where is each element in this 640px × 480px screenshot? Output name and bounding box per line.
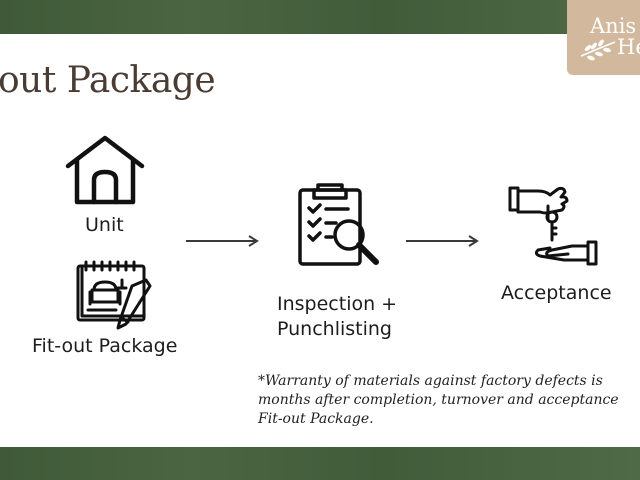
step-label-unit: Unit xyxy=(85,214,124,236)
warranty-note-line: months after completion, turnover and ac… xyxy=(258,392,619,408)
leaf-icon xyxy=(580,39,616,61)
step-label-fitout: Fit-out Package xyxy=(32,335,178,357)
brand-logo: Anis He xyxy=(567,0,640,75)
key-handover-icon xyxy=(508,186,598,266)
step-label-acceptance: Acceptance xyxy=(501,282,612,304)
warranty-note-line: Fit-out Package. xyxy=(258,411,374,427)
arrow-right-icon xyxy=(186,235,259,247)
house-icon xyxy=(65,135,145,205)
warranty-note: *Warranty of materials against factory d… xyxy=(258,372,640,429)
logo-text-line2: He xyxy=(617,35,640,59)
bottom-band xyxy=(0,447,640,480)
arrow-right-icon xyxy=(406,235,479,247)
sketchbook-icon xyxy=(76,260,152,330)
slide-title: out Package xyxy=(0,60,216,101)
warranty-note-line: *Warranty of materials against factory d… xyxy=(258,373,603,389)
clipboard-checklist-icon xyxy=(298,183,379,266)
step-label-inspection-2: Punchlisting xyxy=(277,318,392,340)
step-label-inspection-1: Inspection + xyxy=(277,293,398,315)
top-band xyxy=(0,0,640,34)
logo-text-line1: Anis xyxy=(590,14,637,38)
